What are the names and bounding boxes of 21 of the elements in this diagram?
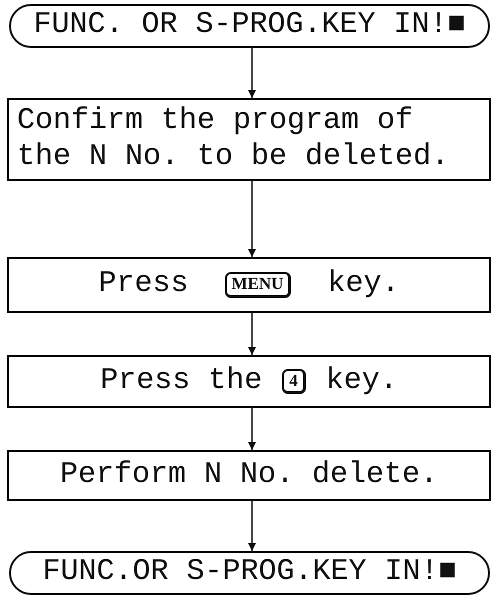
process-box [7,257,491,313]
terminal-box [9,551,490,595]
terminal-text: FUNC. OR S-PROG.KEY IN!■ [33,8,466,44]
keycap: 4 [282,368,306,394]
arrow [248,501,256,551]
step-text: key. [326,364,398,400]
process-box [7,355,491,408]
step-text: Press the [100,364,262,400]
arrow [248,408,256,450]
terminal-box [9,4,490,48]
step-text: key. [327,267,400,303]
step-text: Perform N No. delete. [60,458,438,494]
process-box [7,450,491,501]
arrow [248,48,256,98]
arrow [248,313,256,355]
step-text: Press [98,267,189,303]
process-box [7,98,491,181]
step-text: Confirm the program of the N No. to be deleted. [17,104,450,175]
keycap: MENU [224,272,292,298]
arrow [248,181,256,257]
terminal-text: FUNC.OR S-PROG.KEY IN!■ [42,555,457,591]
